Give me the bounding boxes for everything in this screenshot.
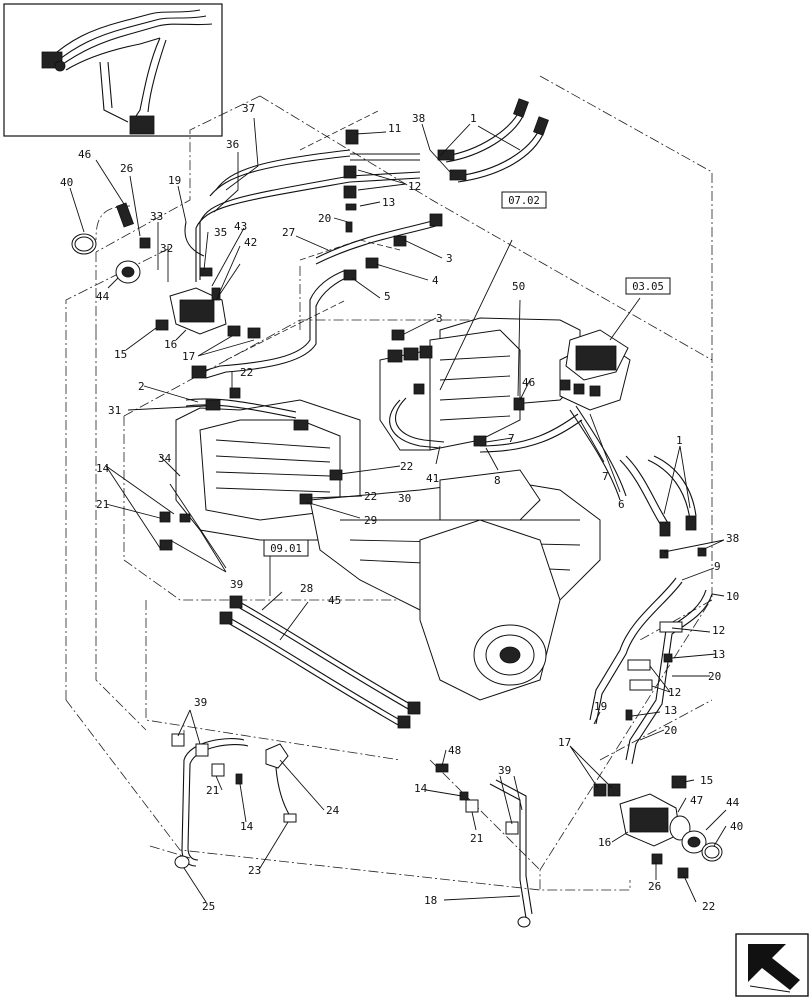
hydraulic-lines xyxy=(174,98,713,928)
transmission-assembly xyxy=(175,317,631,701)
navigation-arrow-icon[interactable] xyxy=(735,933,809,997)
callout-7: 7 xyxy=(602,470,609,483)
callout-12: 12 xyxy=(712,624,725,637)
callout-15: 15 xyxy=(114,348,127,361)
callout-18: 18 xyxy=(424,894,437,907)
callout-32: 32 xyxy=(160,242,173,255)
callout-22: 22 xyxy=(400,460,413,473)
callout-22: 22 xyxy=(364,490,377,503)
callout-39: 39 xyxy=(230,578,243,591)
callout-47: 47 xyxy=(690,794,703,807)
leader-lines xyxy=(69,117,727,903)
callout-44: 44 xyxy=(96,290,110,303)
callout-8: 8 xyxy=(494,474,501,487)
callout-13: 13 xyxy=(712,648,725,661)
callout-36: 36 xyxy=(226,138,239,151)
svg-text:09.01: 09.01 xyxy=(270,543,302,555)
callout-17: 17 xyxy=(558,736,571,749)
svg-text:07.02: 07.02 xyxy=(508,195,540,207)
callout-25: 25 xyxy=(202,900,215,913)
callout-12: 12 xyxy=(408,180,421,193)
callout-1: 1 xyxy=(676,434,683,447)
callout-22: 22 xyxy=(702,900,715,913)
callout-46: 46 xyxy=(78,148,91,161)
callout-10: 10 xyxy=(726,590,739,603)
callout-24: 24 xyxy=(326,804,340,817)
callout-21: 21 xyxy=(470,832,483,845)
callout-7: 7 xyxy=(508,432,515,445)
callout-20: 20 xyxy=(318,212,331,225)
callout-22: 22 xyxy=(240,366,253,379)
callout-34: 34 xyxy=(158,452,172,465)
callout-11: 11 xyxy=(388,122,401,135)
callout-43: 43 xyxy=(234,220,247,233)
callout-45: 45 xyxy=(328,594,341,607)
callout-13: 13 xyxy=(664,704,677,717)
callout-14: 14 xyxy=(414,782,428,795)
callout-44: 44 xyxy=(726,796,740,809)
callout-4: 4 xyxy=(432,274,439,287)
callout-30: 30 xyxy=(398,492,411,505)
callout-6: 6 xyxy=(618,498,625,511)
callout-17: 17 xyxy=(182,350,195,363)
callout-27: 27 xyxy=(282,226,295,239)
callout-19: 19 xyxy=(594,700,607,713)
reference-box-07-02[interactable]: 07.02 xyxy=(501,191,547,209)
reference-box-03-05[interactable]: 03.05 xyxy=(625,277,671,295)
callout-2: 2 xyxy=(138,380,145,393)
callout-42: 42 xyxy=(244,236,257,249)
callout-20: 20 xyxy=(708,670,721,683)
callout-28: 28 xyxy=(300,582,313,595)
callout-33: 33 xyxy=(150,210,163,223)
callout-41: 41 xyxy=(426,472,439,485)
callout-48: 48 xyxy=(448,744,461,757)
svg-text:03.05: 03.05 xyxy=(632,281,664,293)
callout-14: 14 xyxy=(240,820,254,833)
callout-21: 21 xyxy=(96,498,109,511)
callout-39: 39 xyxy=(498,764,511,777)
callout-16: 16 xyxy=(598,836,611,849)
callout-15: 15 xyxy=(700,774,713,787)
callout-19: 19 xyxy=(168,174,181,187)
callout-3: 3 xyxy=(446,252,453,265)
callout-26: 26 xyxy=(648,880,661,893)
reference-box-09-01[interactable]: 09.01 xyxy=(263,539,309,557)
callout-labels: 1 1 2 3 3 4 5 6 7 7 8 9 10 11 12 12 12 1… xyxy=(60,102,743,913)
callout-3: 3 xyxy=(436,312,443,325)
callout-31: 31 xyxy=(108,404,121,417)
callout-1: 1 xyxy=(470,112,477,125)
callout-29: 29 xyxy=(364,514,377,527)
callout-40: 40 xyxy=(60,176,73,189)
callout-26: 26 xyxy=(120,162,133,175)
callout-13: 13 xyxy=(382,196,395,209)
overview-inset-icon xyxy=(3,3,223,137)
callout-21: 21 xyxy=(206,784,219,797)
callout-38: 38 xyxy=(726,532,739,545)
callout-40: 40 xyxy=(730,820,743,833)
callout-35: 35 xyxy=(214,226,227,239)
callout-38: 38 xyxy=(412,112,425,125)
callout-16: 16 xyxy=(164,338,177,351)
callout-9: 9 xyxy=(714,560,721,573)
callout-20: 20 xyxy=(664,724,677,737)
callout-12: 12 xyxy=(668,686,681,699)
callout-37: 37 xyxy=(242,102,255,115)
callout-46: 46 xyxy=(522,376,535,389)
callout-23: 23 xyxy=(248,864,261,877)
components xyxy=(71,129,723,879)
callout-50: 50 xyxy=(512,280,525,293)
callout-39: 39 xyxy=(194,696,207,709)
sensor-24 xyxy=(265,743,289,769)
callout-14: 14 xyxy=(96,462,110,475)
callout-5: 5 xyxy=(384,290,391,303)
